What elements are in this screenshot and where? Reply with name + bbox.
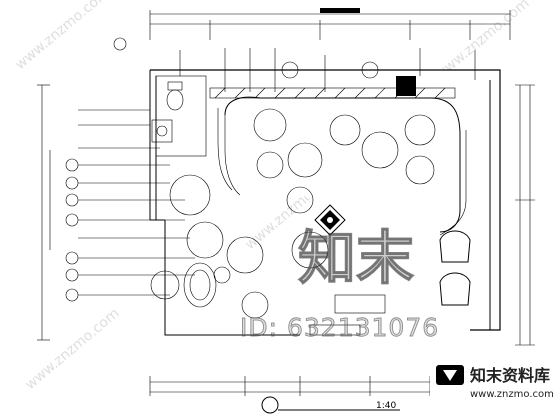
drawing-scale: 1:40 [376,401,396,411]
left-callouts [65,37,195,302]
watermark-big: 知末 [298,224,414,292]
ceiling-circles [150,61,436,319]
room-walls [149,69,501,336]
top-callouts [179,48,476,92]
side-dimension-lines [37,84,535,346]
diamond-motif [314,204,346,236]
dimension-label-block [320,8,360,13]
wash-basin [151,119,173,143]
side-table [334,294,386,314]
watermark-id: ID: 632131076 [240,313,439,342]
column-block [396,76,416,96]
title-block: 1:40 [261,396,400,414]
top-dimension-lines [149,8,511,40]
logo-url-text: www.znzmo.com [470,389,554,400]
beam-hatching [214,87,446,99]
diagonal-watermark-url: www.znzmo.com [12,0,112,73]
curved-ceiling-island [217,96,467,236]
oval-feature [183,262,231,308]
diagonal-watermark-url: www.znzmo.com [22,305,122,393]
bathroom [151,75,207,157]
brand-logo: 知末资料库 www.znzmo.com [430,360,560,420]
toilet-bowl [166,89,184,111]
logo-brand-text: 知末资料库 [470,366,550,385]
bottom-dimension-lines [149,376,431,396]
furniture-right [309,230,471,336]
